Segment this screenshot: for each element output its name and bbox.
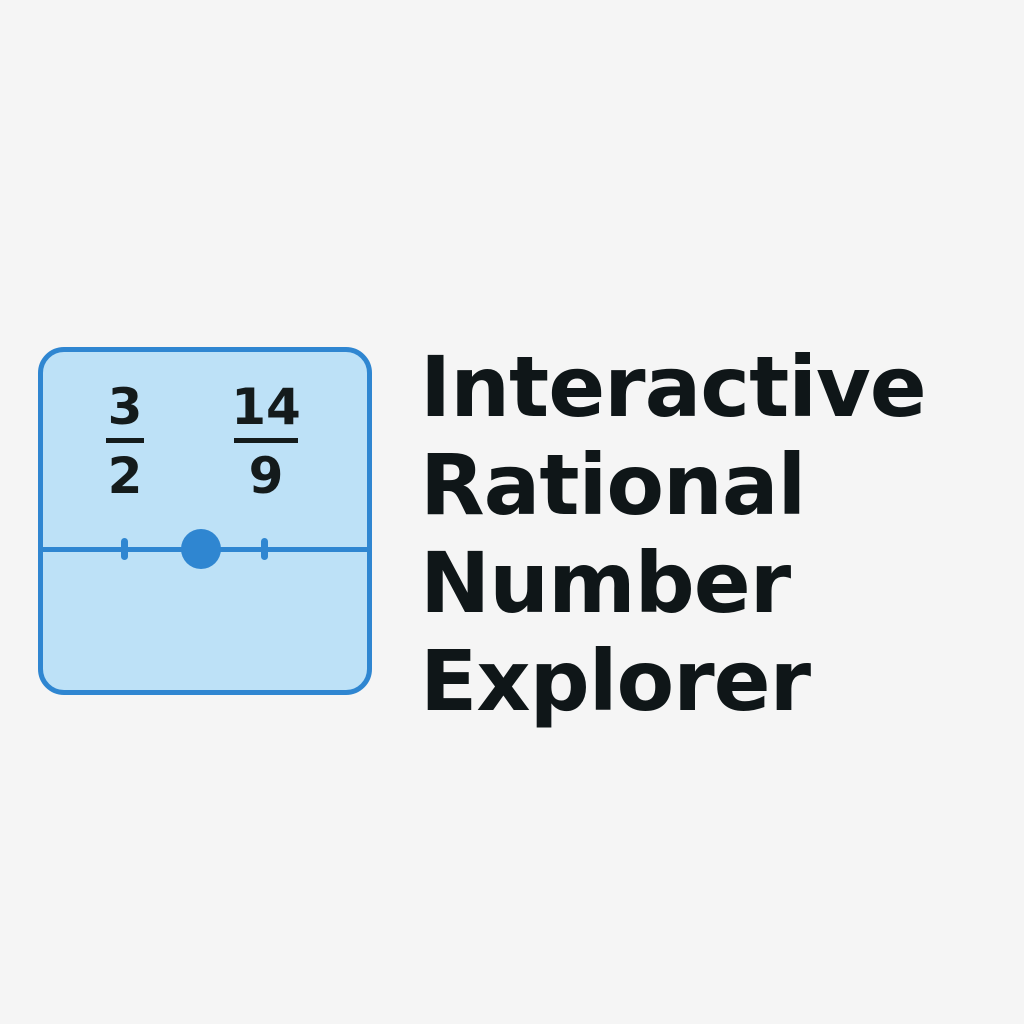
fraction-three-halves: 3 2 [105,382,145,501]
tick-mark-left [121,538,128,560]
fraction-fourteen-ninths: 14 9 [231,382,301,501]
fraction-numerator: 3 [107,378,143,436]
number-line-logo-icon: 3 2 14 9 [38,347,372,695]
fraction-bar [106,438,144,443]
title-line-1: Interactive [420,338,927,436]
app-title: Interactive Rational Number Explorer [420,338,1020,730]
tick-mark-right [261,538,268,560]
title-line-3: Number [420,534,791,632]
number-line-point [181,529,221,569]
title-line-2: Rational [420,436,806,534]
fraction-bar [234,438,298,443]
fraction-numerator: 14 [231,378,301,436]
title-line-4: Explorer [420,632,811,730]
fraction-denominator: 9 [248,447,284,505]
fraction-denominator: 2 [107,447,143,505]
